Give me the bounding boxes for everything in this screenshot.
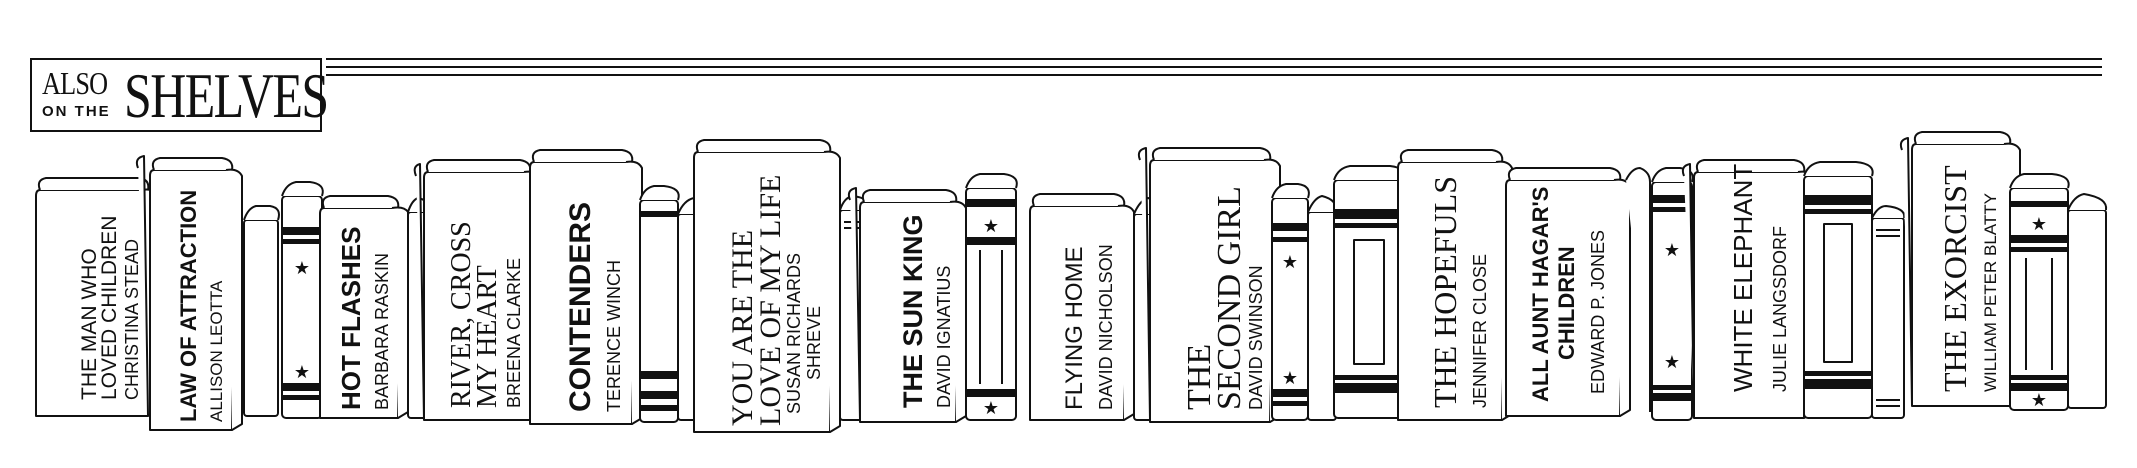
book-4-author: BREENA CLARKE (504, 258, 524, 408)
book-8-author: DAVID NICHOLSON (1096, 244, 1116, 410)
book-4-title-2: MY HEART (472, 265, 503, 408)
star-icon: ★ (2031, 214, 2047, 234)
book-the-exorcist: THE EXORCIST WILLIAM PETER BLATTY (1899, 131, 2021, 407)
book-decorated-star-4: ★ ★ (1625, 167, 1694, 421)
masthead-on-the: ON THE (42, 103, 111, 120)
book-plain-thin-7 (1871, 205, 1906, 419)
book-plain-thin-8 (2067, 193, 2108, 409)
star-icon: ★ (294, 258, 310, 278)
masthead-shelves: SHELVES (124, 60, 329, 131)
book-2-title: LAW OF ATTRACTION (176, 190, 201, 422)
star-icon: ★ (1282, 252, 1298, 272)
star-icon: ★ (983, 398, 999, 418)
star-icon: ★ (983, 216, 999, 236)
book-the-man-who-loved-children: THE MAN WHO LOVED CHILDREN CHRISTINA STE… (35, 177, 157, 417)
book-decorated-star-1: ★ ★ (281, 181, 324, 419)
book-13-title: THE EXORCIST (1937, 165, 1973, 392)
book-plain-thin-6 (1307, 195, 1338, 421)
book-6-title-1: YOU ARE THE (726, 230, 759, 426)
book-9-title-1: THE (1181, 344, 1218, 410)
book-plain-thin-1 (243, 205, 280, 417)
star-icon: ★ (1282, 368, 1298, 388)
star-icon: ★ (294, 362, 310, 382)
book-6-author-1: SUSAN RICHARDS (784, 253, 804, 414)
book-flying-home: FLYING HOME DAVID NICHOLSON (1029, 193, 1135, 421)
book-the-sun-king: THE SUN KING DAVID IGNATIUS (847, 187, 967, 423)
header-rules (326, 58, 2102, 82)
book-white-elephant: WHITE ELEPHANT JULIE LANGSDORF (1681, 159, 1815, 419)
book-11-title-2: CHILDREN (1554, 246, 1579, 360)
book-decorated-panel-2 (1803, 161, 1874, 419)
book-7-author: DAVID IGNATIUS (934, 266, 954, 408)
book-11-title-1: ALL AUNT HAGAR'S (1528, 187, 1553, 402)
book-13-author: WILLIAM PETER BLATTY (1981, 193, 2000, 392)
book-9-author: DAVID SWINSON (1246, 265, 1266, 410)
book-1-title-1: THE MAN WHO (78, 248, 101, 400)
star-icon: ★ (2031, 390, 2047, 410)
book-the-second-girl: THE SECOND GIRL DAVID SWINSON (1137, 147, 1281, 423)
book-all-aunt-hagars-children: ALL AUNT HAGAR'S CHILDREN EDWARD P. JONE… (1505, 167, 1631, 417)
book-12-title: WHITE ELEPHANT (1728, 164, 1758, 392)
star-icon: ★ (1664, 240, 1680, 260)
book-3-author: BARBARA RASKIN (372, 253, 392, 410)
book-8-title: FLYING HOME (1061, 246, 1088, 410)
book-decorated-stripes-1 (639, 185, 680, 423)
book-hot-flashes: HOT FLASHES BARBARA RASKIN (319, 195, 409, 419)
book-law-of-attraction: LAW OF ATTRACTION ALLISON LEOTTA (135, 155, 243, 431)
book-4-title-1: RIVER, CROSS (446, 221, 477, 408)
book-6-title-2: LOVE OF MY LIFE (754, 175, 787, 426)
book-6-author-2: SHREVE (804, 306, 824, 380)
book-you-are-the-love-of-my-life: YOU ARE THE LOVE OF MY LIFE SUSAN RICHAR… (693, 139, 841, 433)
book-9-title-2: SECOND GIRL (1211, 186, 1248, 410)
book-decorated-star-3: ★ ★ (1271, 183, 1310, 421)
book-the-hopefuls: THE HOPEFULS JENNIFER CLOSE (1397, 149, 1513, 421)
book-decorated-star-2: ★ ★ (965, 173, 1018, 421)
star-icon: ★ (1664, 352, 1680, 372)
book-decorated-star-5: ★ ★ (2009, 173, 2070, 411)
book-5-title: CONTENDERS (564, 202, 597, 412)
book-decorated-panel-1 (1333, 165, 1406, 419)
book-10-author: JENNIFER CLOSE (1470, 254, 1490, 408)
book-contenders: CONTENDERS TERENCE WINCH (529, 149, 643, 425)
masthead-also: ALSO (42, 65, 108, 101)
book-10-title: THE HOPEFULS (1427, 176, 1463, 408)
book-2-author: ALLISON LEOTTA (207, 280, 226, 422)
book-5-author: TERENCE WINCH (604, 260, 624, 412)
book-3-title: HOT FLASHES (336, 227, 366, 410)
book-11-author: EDWARD P. JONES (1588, 230, 1608, 394)
book-river-cross-my-heart: RIVER, CROSS MY HEART BREENA CLARKE (413, 159, 541, 421)
book-1-title-2: LOVED CHILDREN (98, 216, 121, 400)
masthead-logo: ALSO ON THE SHELVES (30, 58, 329, 132)
book-1-author: CHRISTINA STEAD (122, 239, 142, 400)
book-12-author: JULIE LANGSDORF (1770, 226, 1790, 392)
book-7-title: THE SUN KING (898, 214, 928, 408)
